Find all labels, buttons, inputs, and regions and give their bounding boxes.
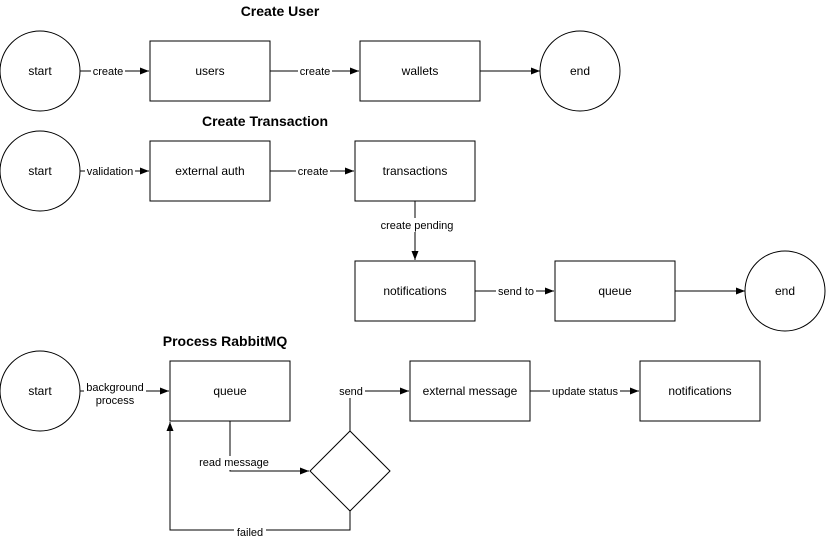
node-decision[interactable] <box>309 430 391 512</box>
node-label: queue <box>213 384 247 398</box>
edge-label-create: create <box>93 66 124 78</box>
edge-label-read-message: read message <box>199 457 269 469</box>
edge-label-create-pending: create pending <box>381 220 454 232</box>
node-label: start <box>28 384 52 398</box>
node-label: users <box>195 64 224 78</box>
section-process-rabbitmq: Process RabbitMQ background process read… <box>0 333 761 539</box>
node-queue[interactable]: queue <box>554 260 676 322</box>
node-label: transactions <box>383 164 448 178</box>
node-label: notifications <box>383 284 446 298</box>
node-label: queue <box>598 284 632 298</box>
node-label: wallets <box>401 64 439 78</box>
node-end[interactable]: end <box>744 250 826 332</box>
edge-queue-to-decision <box>229 421 309 475</box>
edge-label-validation: validation <box>87 166 133 178</box>
node-users[interactable]: users <box>149 40 271 102</box>
node-label: end <box>775 284 795 298</box>
edge-label-update-status: update status <box>552 386 619 398</box>
section-title-create-user: Create User <box>241 3 320 19</box>
node-external-auth[interactable]: external auth <box>149 140 271 202</box>
edge-label-send-to: send to <box>498 286 534 298</box>
edge-label-create: create <box>300 66 331 78</box>
node-external-message[interactable]: external message <box>409 360 531 422</box>
node-transactions[interactable]: transactions <box>354 140 476 202</box>
node-label: external auth <box>175 164 244 178</box>
node-label: end <box>570 64 590 78</box>
node-queue[interactable]: queue <box>169 360 291 422</box>
edge-label-create: create <box>298 166 329 178</box>
edge-label-send: send <box>339 386 363 398</box>
edge-label-background: background <box>86 382 144 394</box>
section-title-process-rabbitmq: Process RabbitMQ <box>163 333 288 349</box>
node-notifications[interactable]: notifications <box>354 260 476 322</box>
node-start[interactable]: start <box>0 130 81 212</box>
node-wallets[interactable]: wallets <box>359 40 481 102</box>
edge-label-failed: failed <box>237 527 263 539</box>
node-start[interactable]: start <box>0 350 81 432</box>
node-label: start <box>28 64 52 78</box>
node-notifications[interactable]: notifications <box>639 360 761 422</box>
section-title-create-transaction: Create Transaction <box>202 113 328 129</box>
node-label: start <box>28 164 52 178</box>
node-start[interactable]: start <box>0 30 81 112</box>
node-end[interactable]: end <box>539 30 621 112</box>
section-create-transaction: Create Transaction validation create cre… <box>0 113 826 332</box>
node-label: notifications <box>668 384 731 398</box>
edge-label-process: process <box>96 395 135 407</box>
node-label: external message <box>423 384 518 398</box>
section-create-user: Create User create create start users wa… <box>0 3 621 112</box>
